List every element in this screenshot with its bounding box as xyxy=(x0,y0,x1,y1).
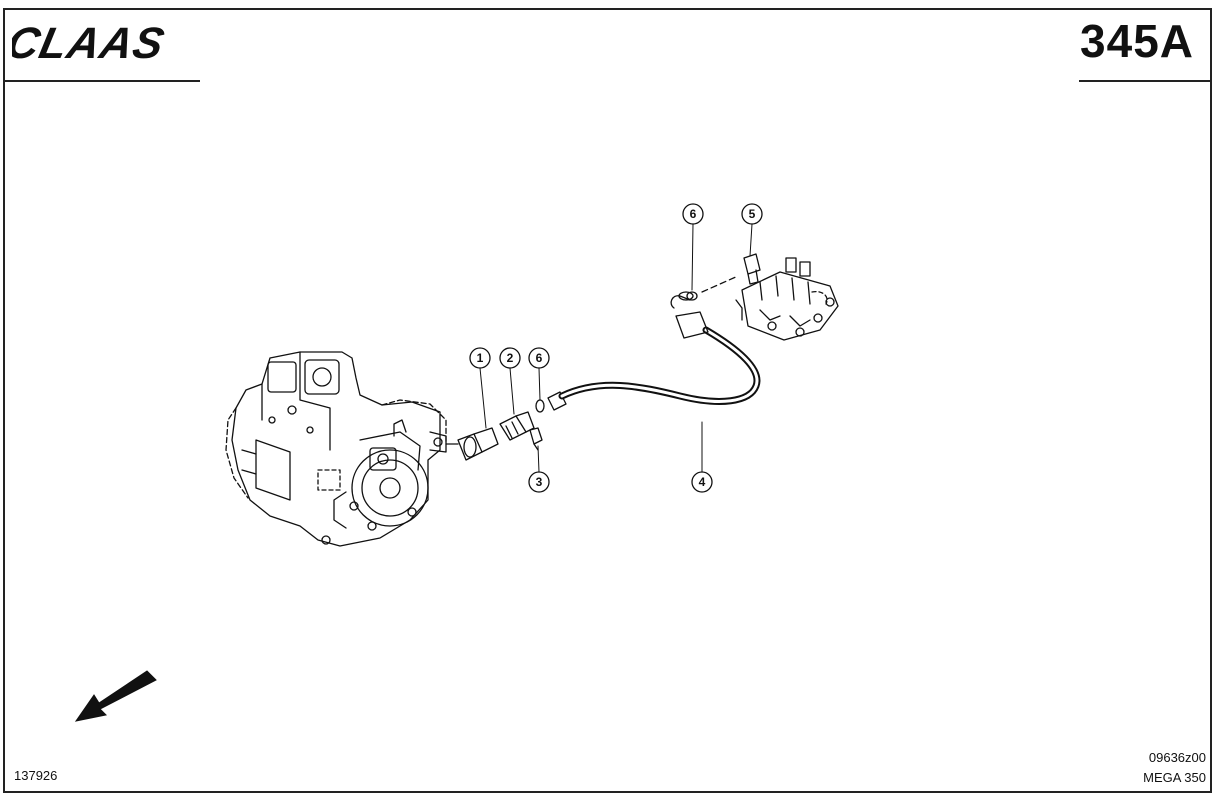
callout-5: 5 xyxy=(741,203,763,225)
hose-nut-lower xyxy=(547,391,567,411)
logo-underline xyxy=(3,80,200,82)
control-valve-block xyxy=(735,257,839,341)
hydraulic-hose xyxy=(558,326,761,405)
callout-2-label: 2 xyxy=(507,351,514,365)
callout-2: 2 xyxy=(499,347,521,369)
callout-1-label: 1 xyxy=(477,351,484,365)
o-ring-upper xyxy=(686,291,698,301)
hose-end-upper xyxy=(670,291,709,339)
page-number-underline xyxy=(1079,80,1210,82)
valve-fitting xyxy=(743,253,761,285)
callout-6-upper: 6 xyxy=(682,203,704,225)
leader-lines xyxy=(479,223,753,473)
document-id: 09636z00 xyxy=(1148,750,1206,765)
page-number: 345A xyxy=(1080,15,1194,67)
callout-5-label: 5 xyxy=(749,207,756,221)
callout-3-label: 3 xyxy=(536,475,543,489)
callout-1: 1 xyxy=(469,347,491,369)
claas-logo: CLAAS xyxy=(12,22,169,62)
figure-id: 137926 xyxy=(14,768,58,783)
assembly-line xyxy=(701,275,739,293)
callout-3: 3 xyxy=(528,471,550,493)
adapter xyxy=(499,411,535,441)
brand-logo-text: CLAAS xyxy=(12,22,169,62)
callout-6-lower-label: 6 xyxy=(536,351,543,365)
callout-4: 4 xyxy=(691,471,713,493)
callout-4-label: 4 xyxy=(699,475,706,489)
callout-6-upper-label: 6 xyxy=(690,207,697,221)
bleed-screw xyxy=(529,427,543,451)
callout-6-lower: 6 xyxy=(528,347,550,369)
model-name: MEGA 350 xyxy=(1143,770,1206,785)
o-ring-lower xyxy=(535,399,545,413)
elbow-fitting xyxy=(445,427,499,461)
direction-arrow-icon xyxy=(74,670,157,722)
drawing-sheet xyxy=(3,8,1212,793)
pump-housing xyxy=(225,351,447,547)
